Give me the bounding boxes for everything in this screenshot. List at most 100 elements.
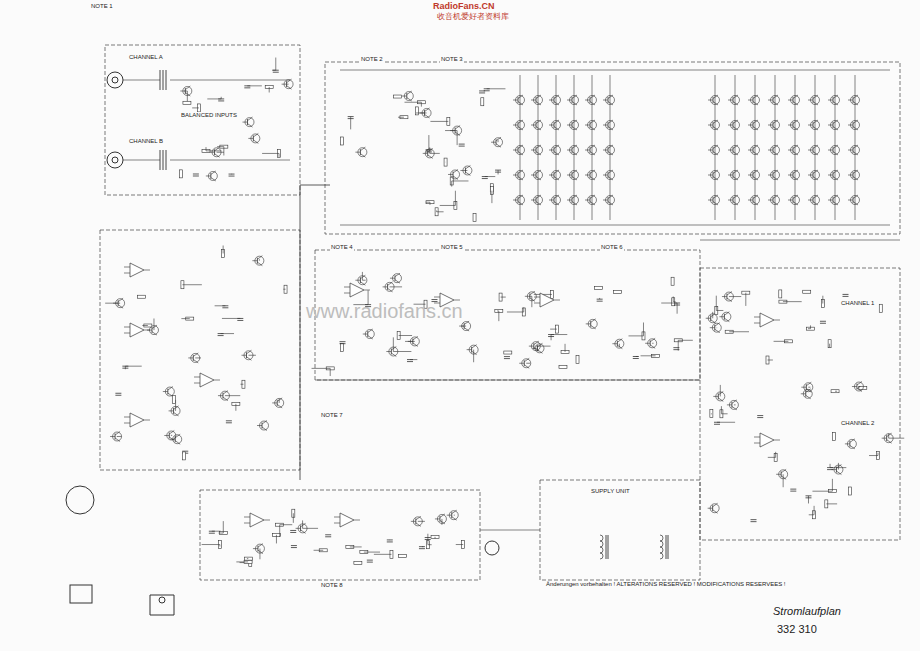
wire (248, 355, 255, 356)
wire (617, 339, 622, 343)
wire (435, 537, 436, 539)
wire (882, 438, 887, 439)
wire (728, 150, 733, 151)
resistor-symbol (399, 555, 407, 558)
wire (727, 292, 732, 296)
wire (325, 536, 331, 537)
wire (829, 344, 830, 348)
wire (536, 202, 541, 206)
wire (290, 530, 296, 531)
wire (788, 100, 793, 101)
wire (549, 125, 554, 126)
wire (445, 162, 446, 163)
wire (536, 145, 541, 149)
wire (788, 175, 793, 176)
section-frame (540, 480, 700, 580)
resistor-symbol (576, 356, 579, 364)
transformer-coil (600, 535, 603, 541)
wire (748, 125, 753, 126)
wire (355, 152, 360, 153)
wire (367, 562, 373, 563)
wire (608, 95, 613, 99)
transistor-symbol (462, 322, 471, 331)
wire (290, 532, 296, 533)
wire (887, 440, 892, 444)
wire (241, 355, 246, 356)
wire (757, 415, 763, 416)
wire (815, 75, 816, 220)
wire (360, 275, 365, 279)
wire (551, 334, 567, 335)
wire (830, 467, 846, 468)
wire (536, 177, 541, 181)
wire (273, 72, 279, 73)
wire (534, 348, 539, 352)
wire (713, 127, 718, 131)
wire (715, 75, 716, 220)
wire (221, 97, 222, 99)
wire (451, 181, 452, 187)
wire (721, 406, 722, 414)
note-label: NOTE 5 (440, 244, 464, 251)
wire (279, 399, 280, 403)
wire (455, 126, 460, 130)
wire (388, 288, 393, 292)
wire (832, 479, 833, 491)
wire (850, 445, 855, 449)
wire (464, 328, 469, 332)
wire (457, 131, 458, 146)
wire (257, 256, 262, 260)
wire (845, 443, 850, 444)
transformer-coil (660, 535, 663, 541)
wire (753, 202, 758, 206)
wire (585, 125, 590, 126)
wire (586, 323, 591, 324)
wire (395, 280, 400, 284)
wire (314, 550, 324, 551)
wire (724, 312, 729, 316)
wire (853, 195, 858, 199)
wire (388, 282, 393, 286)
wire (115, 431, 120, 435)
wire (652, 343, 653, 344)
wire (214, 380, 220, 381)
wire (773, 145, 778, 149)
wire (275, 58, 276, 71)
wire (287, 79, 292, 83)
wire (519, 363, 524, 364)
wire (853, 127, 858, 131)
wire (773, 102, 778, 106)
wire (848, 175, 853, 176)
wire (677, 303, 678, 314)
wire (221, 333, 234, 334)
wire (529, 346, 534, 347)
wire (436, 210, 437, 211)
wire (534, 341, 539, 345)
wire (262, 427, 267, 431)
wire (393, 337, 394, 351)
wire (585, 200, 590, 201)
resistor-symbol (183, 452, 186, 460)
wire (590, 202, 595, 206)
wire (368, 336, 373, 340)
wire (425, 114, 430, 118)
wire (733, 120, 738, 124)
wire (465, 170, 467, 171)
wire (479, 90, 485, 91)
wire (830, 464, 831, 468)
wire (708, 175, 713, 176)
note-label: Änderungen vorbehalten ! ALTERATIONS RES… (545, 581, 787, 588)
wire (115, 393, 121, 394)
wire (218, 100, 224, 101)
wire (732, 400, 737, 404)
wire (813, 127, 818, 131)
wire (472, 345, 477, 349)
wire (110, 436, 115, 437)
wire (253, 133, 258, 137)
wire (487, 88, 506, 89)
wire (219, 533, 224, 534)
wire (833, 202, 838, 206)
wire (572, 95, 577, 99)
wire (142, 325, 147, 326)
wire (585, 100, 590, 101)
